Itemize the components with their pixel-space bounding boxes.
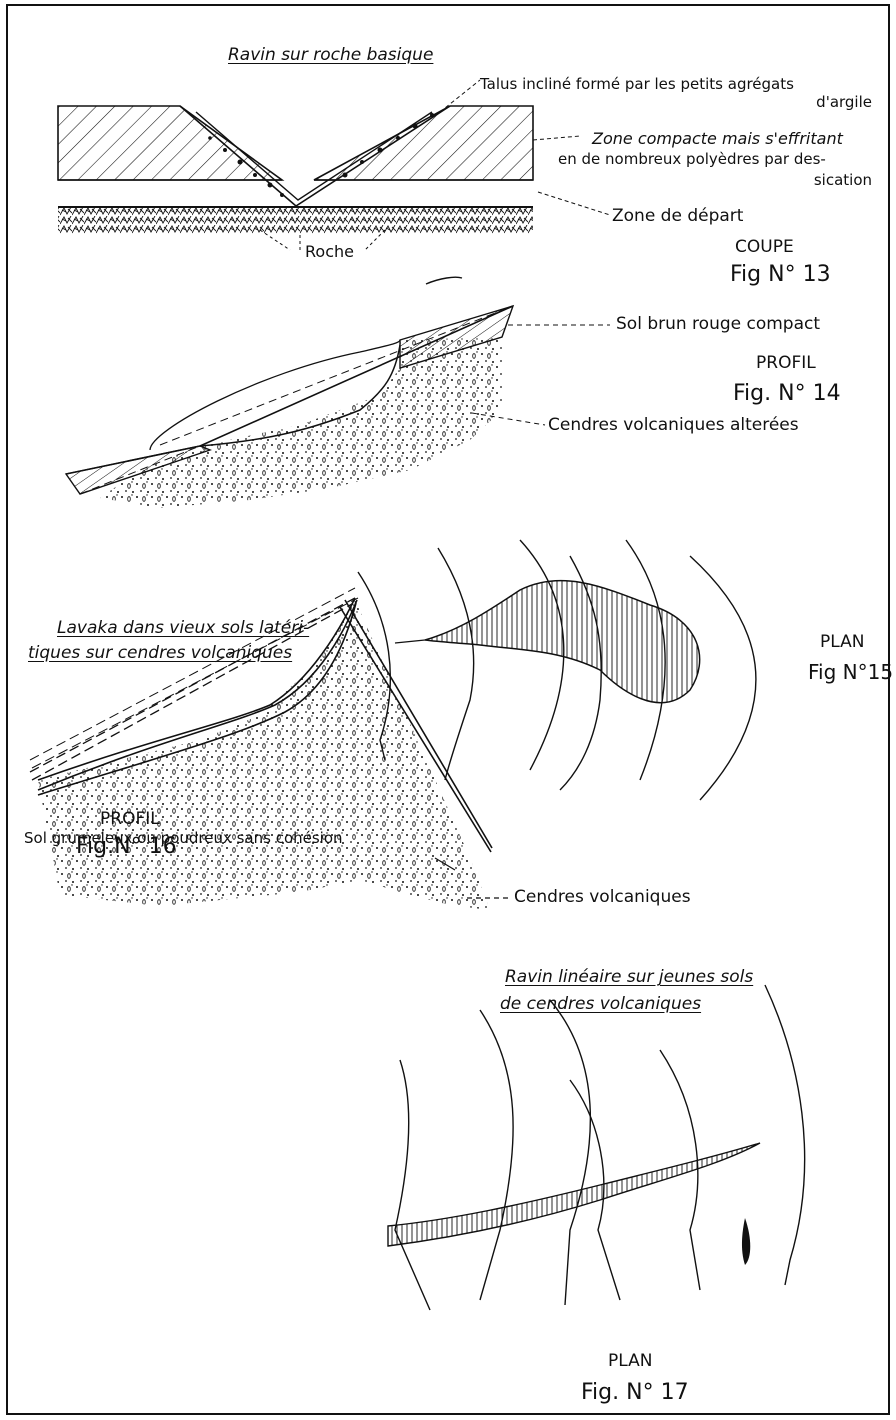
fig17-title-2: de cendres volcaniques (500, 995, 701, 1015)
fig14-profil: PROFIL (756, 354, 816, 374)
fig17-title-1: Ravin linéaire sur jeunes sols (505, 968, 753, 988)
fig13-title: Ravin sur roche basique (228, 46, 433, 66)
fig14-sol-brun: Sol brun rouge compact (616, 315, 820, 335)
fig13-zone-depart: Zone de départ (612, 207, 743, 227)
fig17-plan-drawing (388, 985, 805, 1310)
fig14-cendres: Cendres volcaniques alterées (548, 416, 799, 436)
fig15-title-1: Lavaka dans vieux sols latéri- (57, 619, 309, 639)
fig13-talus-label-1: Talus incliné formé par les petits agrég… (480, 76, 794, 93)
fig16-cendres: Cendres volcaniques (514, 888, 691, 908)
fig14-number: Fig. N° 14 (733, 381, 841, 406)
fig17-number: Fig. N° 17 (581, 1380, 689, 1405)
fig13-coupe: COUPE (735, 238, 794, 258)
fig13-zone-compacte-3: sication (780, 172, 872, 189)
fig16-sol-grumeleux: Sol grumeleux ou poudreux sans cohésion (24, 830, 343, 847)
fig16-number: Fig.N° 16 (76, 834, 177, 859)
fig15-plan: PLAN (820, 633, 864, 653)
fig13-zone-compacte-1: Zone compacte mais s'effritant (592, 130, 843, 148)
fig16-profil: PROFIL (100, 810, 160, 830)
fig15-number: Fig N°15 (808, 661, 893, 684)
fig13-zone-compacte-2: en de nombreux polyèdres par des- (558, 151, 826, 168)
fig14-profile-drawing (66, 306, 610, 508)
fig17-plan: PLAN (608, 1352, 652, 1372)
fig15-title-2: tiques sur cendres volcaniques (28, 644, 292, 664)
fig13-talus-label-2: d'argile (780, 94, 872, 111)
fig13-number: Fig N° 13 (730, 262, 831, 287)
fig13-roche: Roche (305, 243, 354, 261)
